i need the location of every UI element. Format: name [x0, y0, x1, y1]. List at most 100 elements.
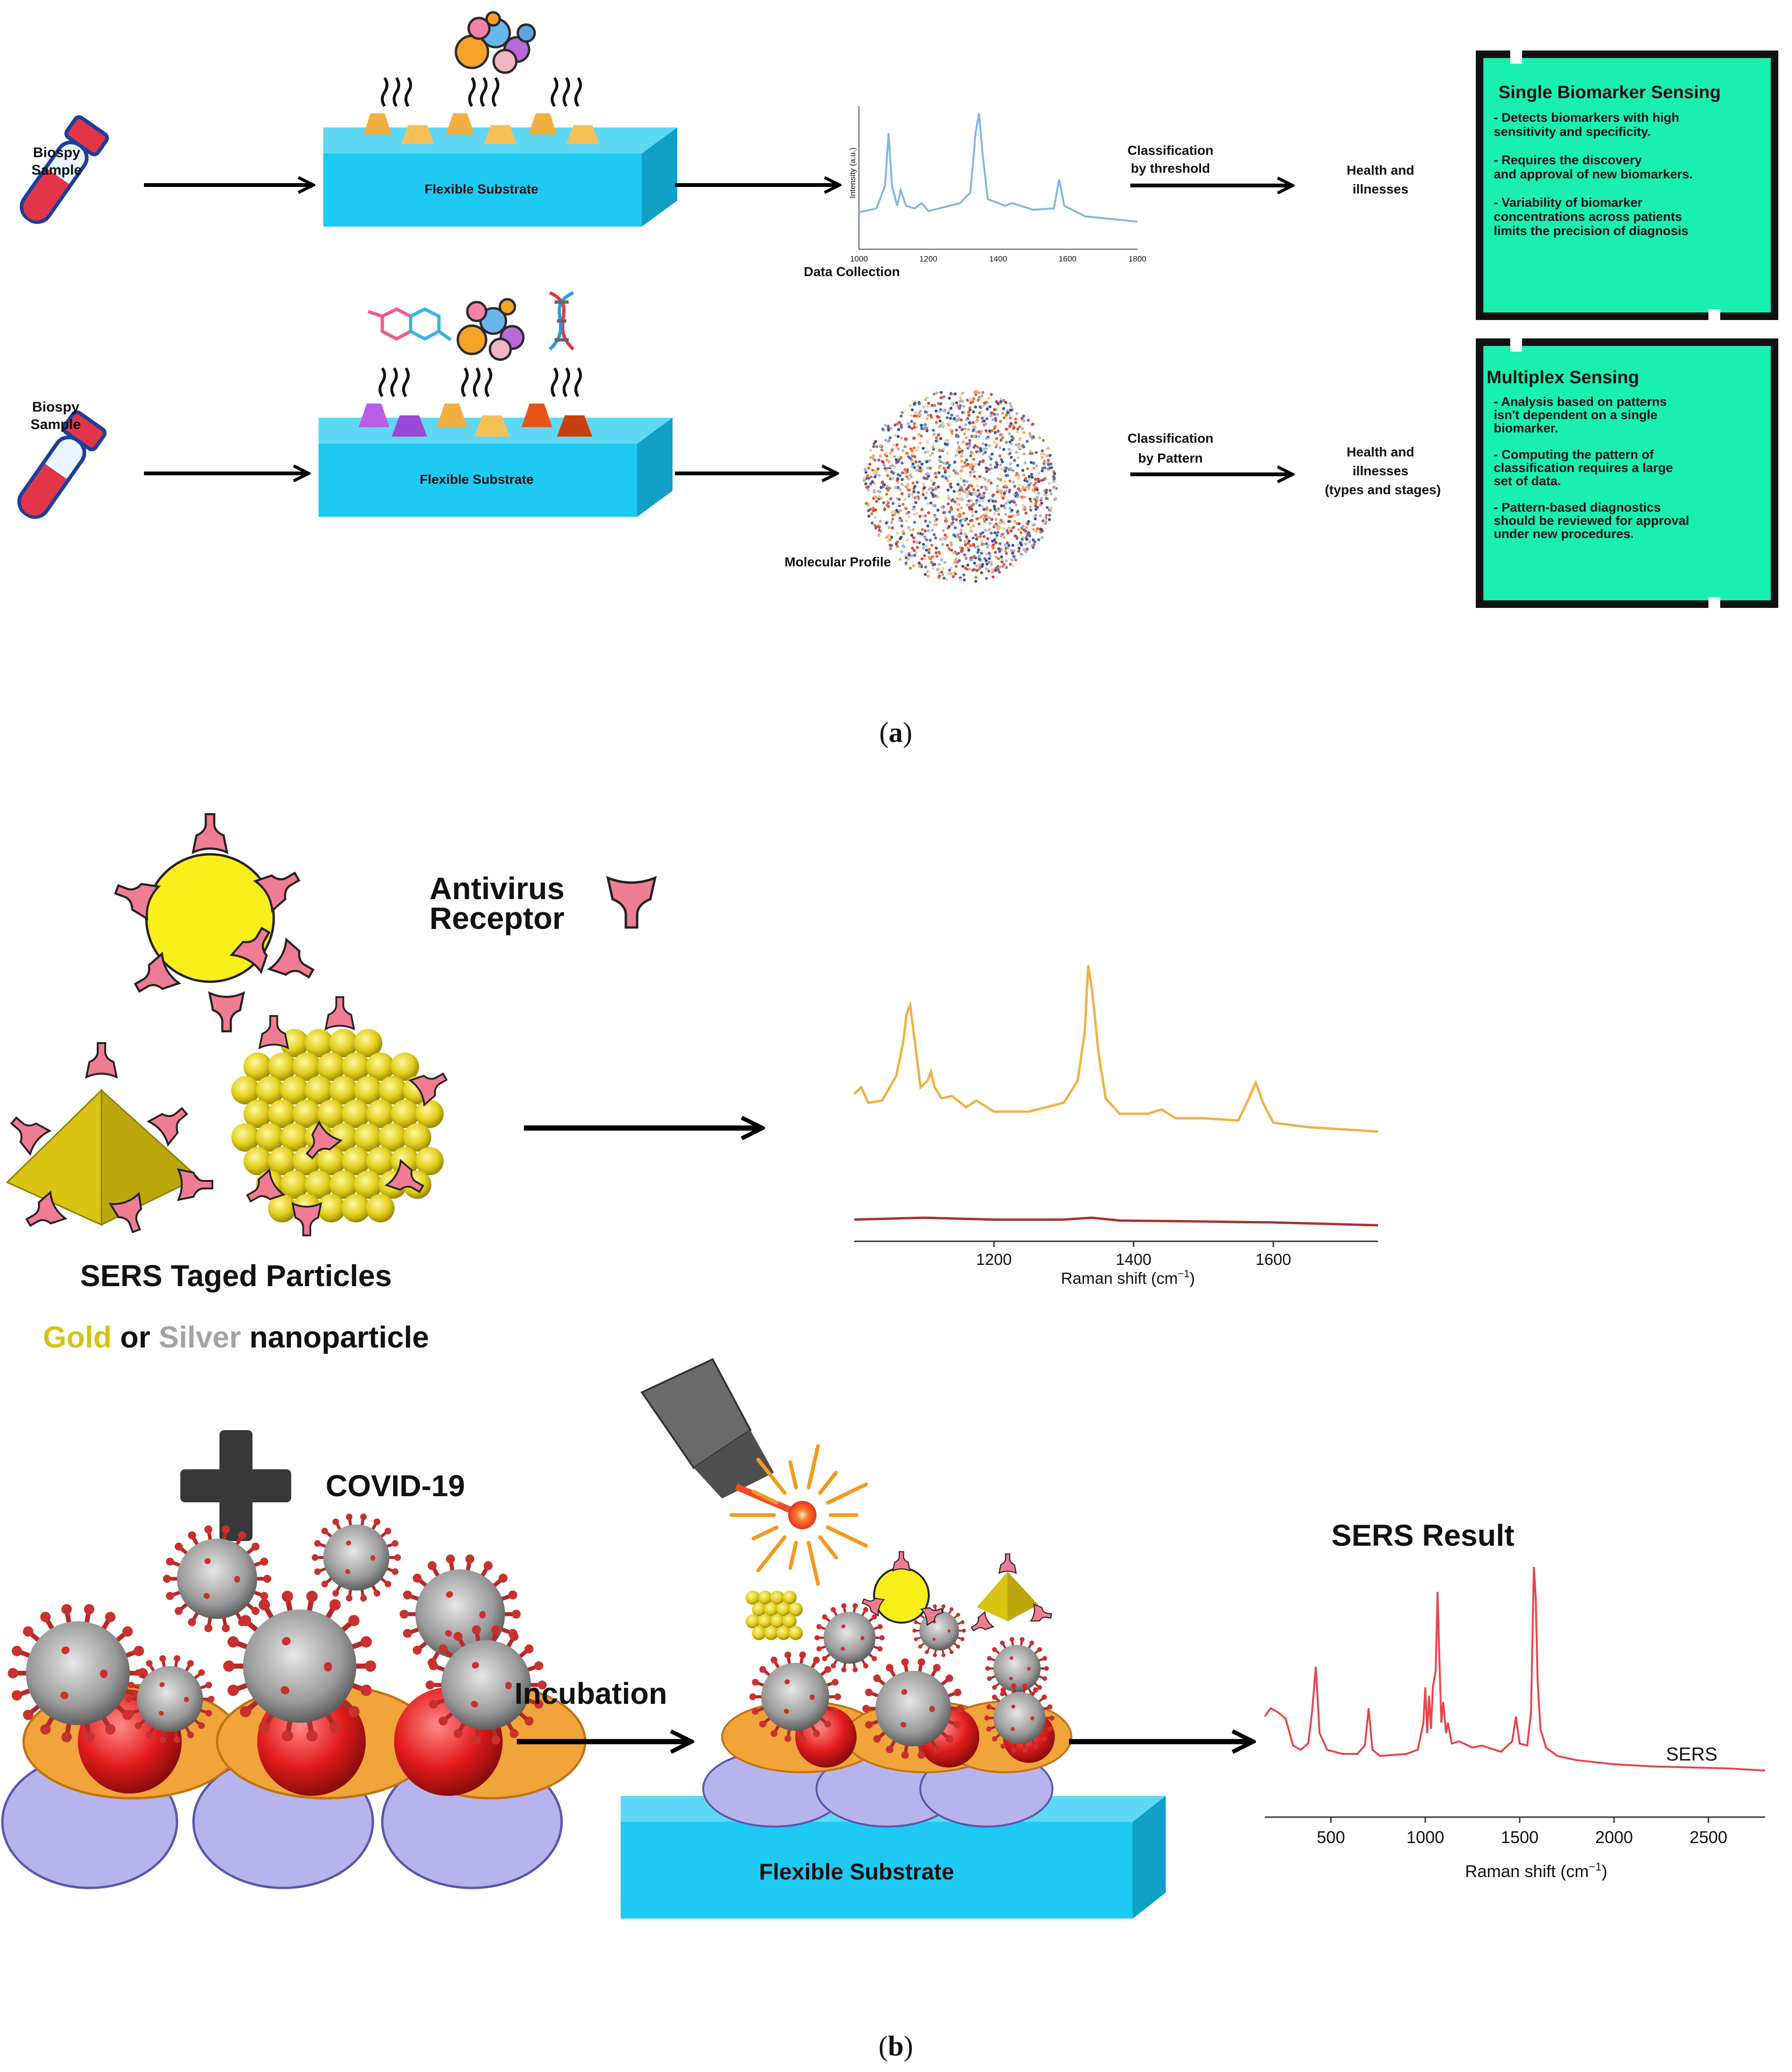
profile-dot	[865, 502, 868, 505]
profile-dot	[965, 535, 968, 539]
profile-dot	[931, 529, 934, 532]
profile-dot	[976, 551, 980, 554]
profile-dot	[879, 444, 883, 447]
profile-dot	[969, 493, 973, 497]
profile-dot	[982, 459, 985, 463]
profile-dot	[1036, 477, 1040, 481]
profile-dot	[1018, 438, 1021, 441]
profile-dot	[887, 429, 890, 432]
profile-dot	[921, 446, 925, 450]
profile-dot	[1029, 434, 1032, 438]
nanosphere	[746, 1591, 760, 1605]
profile-dot	[874, 508, 877, 512]
profile-dot	[876, 467, 880, 471]
profile-dot	[960, 487, 963, 490]
profile-dot	[932, 563, 935, 567]
profile-dot	[890, 544, 893, 547]
profile-dot	[976, 446, 979, 449]
profile-dot	[971, 400, 975, 404]
profile-dot	[985, 507, 988, 511]
profile-dot	[1034, 478, 1037, 481]
profile-dot	[1029, 508, 1033, 512]
profile-dot	[928, 521, 932, 524]
profile-dot	[900, 436, 903, 440]
profile-dot	[887, 526, 891, 530]
profile-dot	[1014, 503, 1018, 507]
profile-dot	[984, 451, 987, 454]
profile-dot	[1002, 399, 1006, 402]
profile-dot	[999, 433, 1002, 437]
profile-dot	[959, 532, 963, 535]
profile-dot	[877, 497, 881, 500]
nanosphere	[366, 1194, 395, 1222]
profile-dot	[984, 512, 988, 515]
profile-dot	[934, 487, 937, 490]
profile-dot	[870, 522, 874, 525]
nanosphere	[391, 1147, 419, 1175]
profile-dot	[965, 418, 968, 421]
profile-dot	[911, 492, 914, 496]
box-line: - Pattern-based diagnostics	[1494, 500, 1661, 514]
profile-dot	[864, 471, 868, 474]
profile-dot	[1045, 454, 1049, 458]
classification-label-2: by Pattern	[1138, 451, 1203, 465]
profile-dot	[900, 536, 903, 539]
profile-dot	[1024, 511, 1028, 515]
profile-dot	[1024, 461, 1027, 464]
profile-dot	[1014, 417, 1018, 421]
profile-dot	[958, 536, 961, 539]
single-biomarker-title: Single Biomarker Sensing	[1498, 83, 1721, 102]
profile-dot	[978, 499, 981, 503]
virus-icon	[311, 1513, 401, 1602]
profile-dot	[924, 520, 927, 523]
profile-dot	[1018, 425, 1021, 429]
profile-dot	[995, 463, 999, 466]
profile-dot	[1024, 477, 1027, 480]
profile-dot	[903, 498, 907, 502]
profile-dot	[994, 540, 997, 544]
profile-dot	[1020, 495, 1023, 499]
profile-dot	[1040, 479, 1043, 482]
nanosphere	[342, 1147, 370, 1175]
profile-dot	[941, 573, 944, 576]
mini-tick-1600: 1600	[1059, 254, 1077, 263]
profile-dot	[1041, 455, 1044, 459]
profile-dot	[898, 516, 902, 520]
profile-dot	[962, 573, 966, 577]
box-line: limits the precision of diagnosis	[1494, 224, 1689, 238]
profile-dot	[994, 524, 997, 528]
profile-dot	[979, 447, 982, 450]
profile-dot	[889, 497, 892, 501]
x-tick-label: 2000	[1595, 1828, 1633, 1847]
profile-dot	[989, 414, 993, 418]
profile-dot	[933, 432, 936, 436]
profile-dot	[929, 454, 933, 457]
profile-dot	[942, 577, 946, 580]
profile-dot	[920, 427, 924, 430]
profile-dot	[878, 529, 881, 532]
profile-dot	[970, 510, 974, 513]
profile-dot	[981, 442, 985, 446]
profile-dot	[976, 484, 979, 487]
profile-dot	[970, 504, 974, 508]
profile-dot	[911, 481, 915, 485]
profile-dot	[920, 463, 924, 466]
panel-a-row1: Biospy Sample	[19, 11, 1778, 323]
profile-dot	[940, 558, 943, 562]
profile-dot	[925, 429, 929, 432]
profile-dot	[905, 519, 909, 523]
profile-dot	[1009, 467, 1012, 471]
profile-dot	[988, 555, 992, 558]
receptor-icon	[1029, 1603, 1052, 1622]
profile-dot	[950, 506, 953, 509]
profile-dot	[990, 393, 993, 396]
profile-dot	[985, 542, 988, 546]
outcome-label-1: Health and	[1346, 163, 1414, 177]
profile-dot	[1000, 458, 1003, 461]
profile-dot	[933, 533, 936, 537]
nanosphere	[268, 1053, 296, 1081]
profile-dot	[952, 551, 956, 555]
profile-dot	[1041, 469, 1044, 472]
profile-dot	[955, 552, 959, 556]
profile-dot	[996, 413, 1000, 416]
